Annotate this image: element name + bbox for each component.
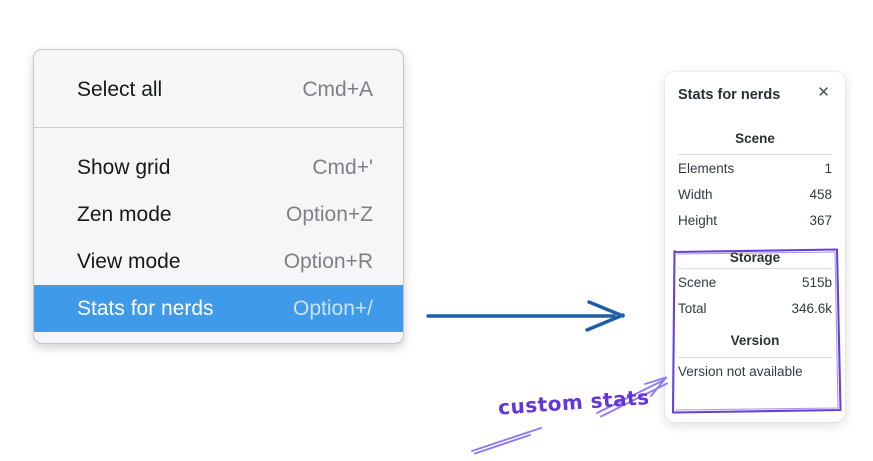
stats-section-version: Version Version not available	[678, 333, 832, 379]
stat-row-height: Height 367	[678, 207, 832, 233]
menu-item-label: Show grid	[77, 155, 171, 179]
stat-label: Width	[678, 186, 713, 202]
section-title: Scene	[735, 131, 775, 146]
section-title: Storage	[729, 250, 781, 265]
menu-item-label: View mode	[77, 249, 181, 273]
menu-item-shortcut: Cmd+'	[312, 155, 373, 179]
menu-item-select-all[interactable]: Select all Cmd+A	[34, 66, 403, 113]
context-menu: Select all Cmd+A Show grid Cmd+' Zen mod…	[33, 49, 404, 344]
stats-section-scene: Scene Elements 1 Width 458 Height 367	[678, 131, 832, 233]
menu-item-zen-mode[interactable]: Zen mode Option+Z	[34, 191, 403, 238]
stats-panel: Stats for nerds ✕ Scene Elements 1 Width…	[665, 72, 845, 422]
menu-item-shortcut: Cmd+A	[302, 77, 373, 101]
stat-row-elements: Elements 1	[678, 155, 832, 181]
section-title: Version	[730, 333, 780, 348]
stat-value: 367	[809, 212, 832, 228]
stats-section-storage: Storage Scene 515b Total 346.6k	[678, 250, 832, 321]
menu-divider	[34, 127, 403, 128]
menu-item-stats-for-nerds[interactable]: Stats for nerds Option+/	[34, 285, 403, 332]
stat-row-scene-size: Scene 515b	[678, 269, 832, 295]
menu-item-show-grid[interactable]: Show grid Cmd+'	[34, 144, 403, 191]
menu-item-shortcut: Option+R	[283, 249, 373, 273]
stat-value: 346.6k	[791, 300, 832, 316]
stat-label: Total	[678, 300, 707, 316]
section-divider	[678, 154, 832, 155]
menu-item-view-mode[interactable]: View mode Option+R	[34, 238, 403, 285]
menu-item-shortcut: Option+Z	[286, 202, 373, 226]
section-divider	[678, 357, 832, 358]
menu-item-label: Stats for nerds	[77, 296, 214, 320]
close-icon[interactable]: ✕	[817, 84, 830, 101]
stats-panel-title: Stats for nerds	[678, 87, 781, 103]
stats-panel-header: Stats for nerds ✕	[678, 84, 832, 106]
menu-item-label: Zen mode	[77, 202, 172, 226]
version-note: Version not available	[678, 364, 803, 379]
stat-label: Height	[678, 212, 718, 228]
stat-value: 1	[824, 160, 832, 176]
menu-item-shortcut: Option+/	[293, 296, 373, 320]
stat-row-total-size: Total 346.6k	[678, 295, 832, 321]
annotation-label: custom stats	[497, 385, 651, 420]
stat-label: Elements	[678, 160, 735, 176]
flow-arrow	[426, 300, 625, 332]
stat-value: 515b	[801, 274, 832, 290]
menu-item-label: Select all	[77, 77, 163, 101]
stat-value: 458	[809, 186, 832, 202]
stat-label: Scene	[678, 274, 717, 290]
stat-row-width: Width 458	[678, 181, 832, 207]
